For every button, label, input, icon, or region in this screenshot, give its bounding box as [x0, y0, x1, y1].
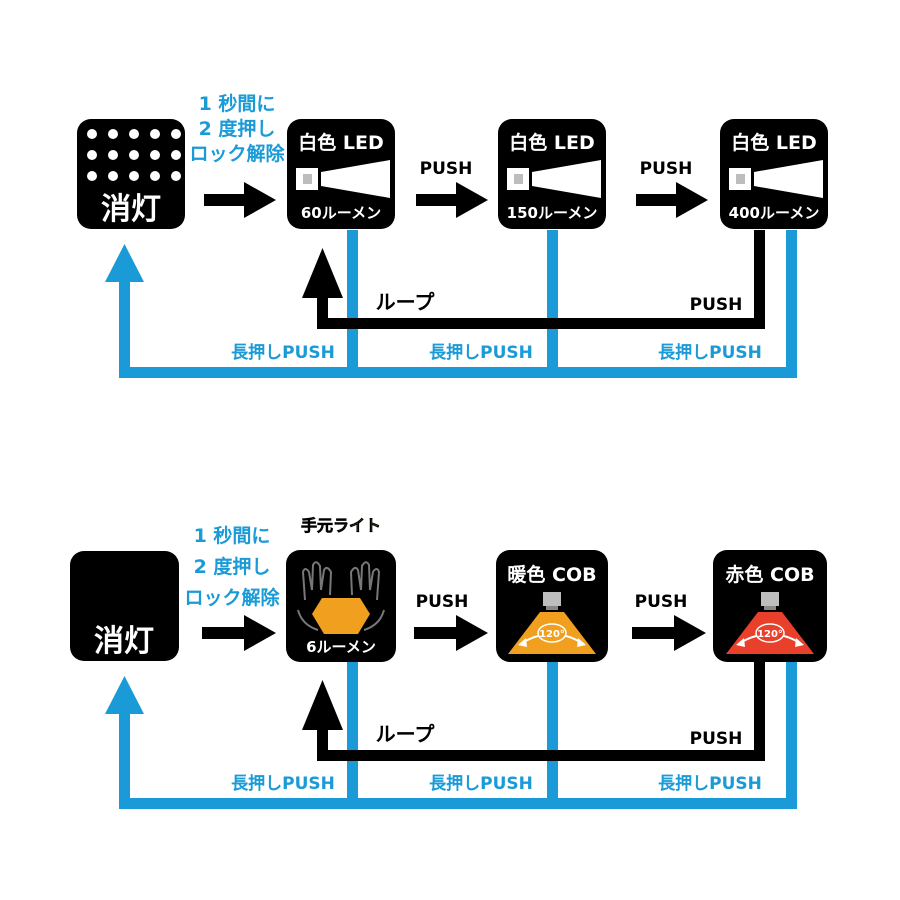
top-mode1-title: 白色 LED	[298, 131, 383, 154]
top-mode1-caption: 60ルーメン	[301, 204, 381, 222]
top-mode3-title: 白色 LED	[731, 131, 816, 154]
top-push1-label: PUSH	[420, 159, 473, 179]
bottom-mode2-angle: 120°	[539, 629, 565, 640]
top-mode2-box: 白色 LED 150ルーメン	[498, 119, 606, 229]
arrow-right-icon	[204, 182, 276, 218]
hands-icon	[297, 561, 385, 631]
bottom-mode2-box: 暖色 COB 120°	[496, 550, 608, 662]
top-mode1-box: 白色 LED 60ルーメン	[287, 119, 395, 229]
top-long-press-path	[105, 230, 797, 378]
cob-light-icon	[726, 592, 814, 654]
top-long-press1: 長押しPUSH	[231, 342, 335, 363]
bottom-push2-label: PUSH	[635, 592, 688, 612]
top-diagram: 消灯 1 秒間に 2 度押し ロック解除 白色 LED 60ルーメン PUSH	[77, 92, 828, 378]
arrow-right-icon	[416, 182, 488, 218]
top-mode3-box: 白色 LED 400ルーメン	[720, 119, 828, 229]
top-loop-path	[302, 230, 765, 329]
arrow-right-icon	[414, 615, 488, 651]
bottom-mode3-title: 赤色 COB	[725, 563, 814, 586]
bottom-hand-light-label: 手元ライト	[301, 516, 381, 535]
top-mode2-caption: 150ルーメン	[507, 204, 598, 222]
led-bulb-icon	[729, 160, 823, 198]
bottom-long-press1: 長押しPUSH	[231, 773, 335, 794]
bottom-unlock-line2: 2 度押し	[194, 555, 271, 578]
arrow-right-icon	[202, 615, 276, 651]
led-bulb-icon	[507, 160, 601, 198]
bottom-push1-label: PUSH	[416, 592, 469, 612]
top-unlock-line2: 2 度押し	[199, 117, 276, 140]
bottom-off-box: 消灯	[70, 551, 179, 661]
bottom-mode1-box: 6ルーメン	[286, 550, 396, 662]
top-push2-label: PUSH	[640, 159, 693, 179]
top-unlock-line1: 1 秒間に	[199, 92, 276, 115]
bottom-long-press3: 長押しPUSH	[658, 773, 762, 794]
bottom-off-label: 消灯	[94, 624, 154, 659]
bottom-push-return-label: PUSH	[690, 729, 743, 749]
bottom-mode1-caption: 6ルーメン	[306, 638, 376, 656]
top-unlock-line3: ロック解除	[189, 142, 285, 165]
top-mode3-caption: 400ルーメン	[729, 204, 820, 222]
top-mode2-title: 白色 LED	[509, 131, 594, 154]
arrow-right-icon	[632, 615, 706, 651]
cob-light-icon	[508, 592, 596, 654]
bottom-loop-path	[302, 662, 765, 761]
bottom-long-press-path	[105, 662, 797, 809]
top-unlock-text: 1 秒間に 2 度押し ロック解除	[189, 92, 285, 165]
top-off-box: 消灯	[77, 119, 185, 229]
bottom-mode3-angle: 120°	[757, 629, 783, 640]
top-long-press3: 長押しPUSH	[658, 342, 762, 363]
bottom-unlock-line1: 1 秒間に	[194, 524, 271, 547]
bottom-mode2-title: 暖色 COB	[507, 563, 596, 586]
bottom-unlock-line3: ロック解除	[184, 586, 280, 609]
bottom-mode3-box: 赤色 COB 120°	[713, 550, 827, 662]
led-bulb-icon	[296, 160, 390, 198]
hand-light-beam-icon	[312, 598, 370, 634]
bottom-unlock-text: 1 秒間に 2 度押し ロック解除	[184, 524, 280, 609]
bottom-loop-label: ループ	[376, 722, 436, 746]
bottom-long-press2: 長押しPUSH	[429, 773, 533, 794]
top-push-return-label: PUSH	[690, 295, 743, 315]
top-long-press2: 長押しPUSH	[429, 342, 533, 363]
top-loop-label: ループ	[376, 290, 436, 314]
bottom-diagram: 消灯 1 秒間に 2 度押し ロック解除 手元ライト 6ルーメン P	[70, 516, 827, 809]
top-off-label: 消灯	[101, 192, 161, 227]
led-grid-icon	[87, 129, 181, 181]
arrow-right-icon	[636, 182, 708, 218]
